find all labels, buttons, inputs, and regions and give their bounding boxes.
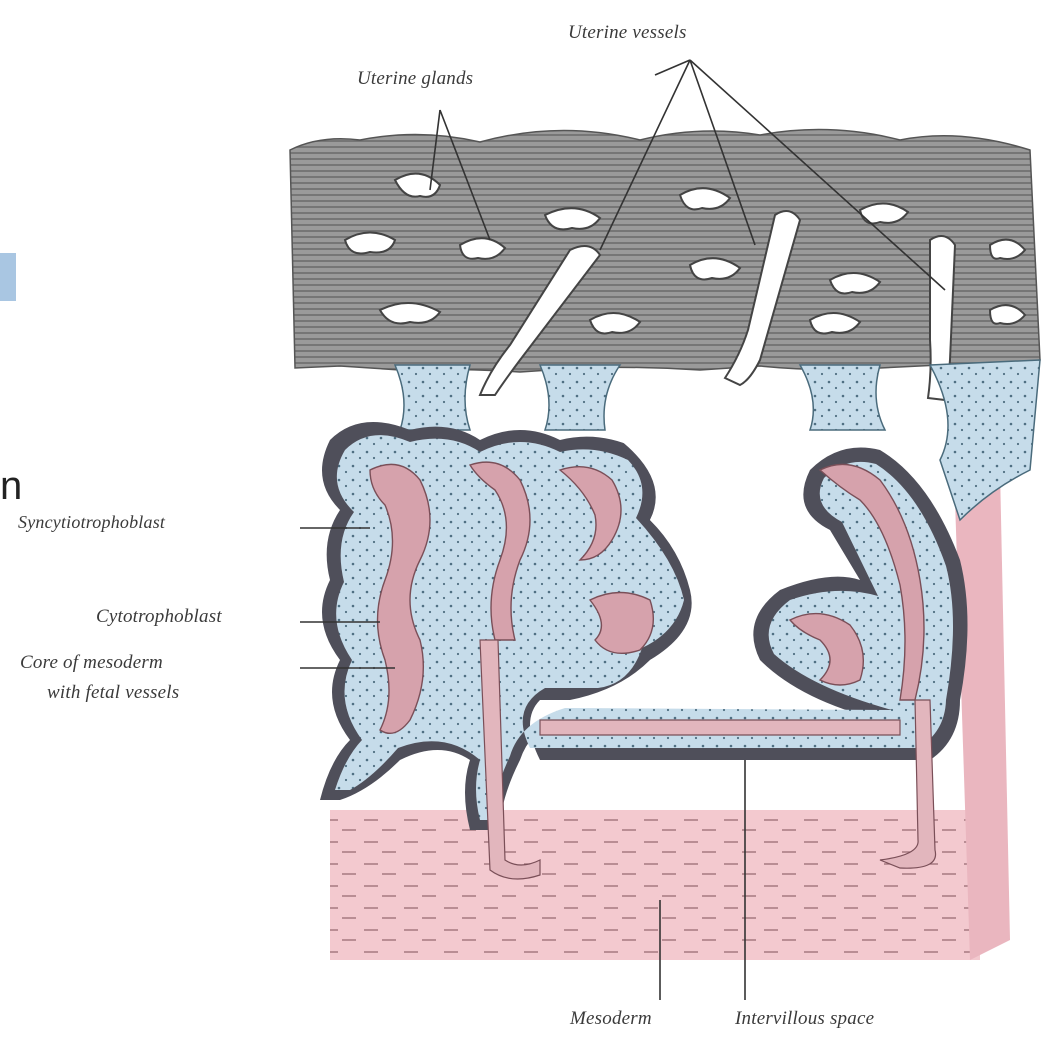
label-uterine-vessels: Uterine vessels (568, 22, 687, 44)
label-cytotrophoblast: Cytotrophoblast (96, 606, 222, 628)
label-syncytiotrophoblast: Syncytiotrophoblast (18, 512, 165, 533)
label-core-of-mesoderm: Core of mesoderm (20, 652, 163, 674)
label-with-fetal-vessels: with fetal vessels (47, 682, 179, 704)
label-mesoderm: Mesoderm (570, 1008, 652, 1030)
label-intervillous-space: Intervillous space (735, 1008, 874, 1030)
decidua-layer (290, 130, 1040, 372)
mesoderm-layer (330, 810, 980, 960)
label-uterine-glands: Uterine glands (357, 68, 473, 90)
